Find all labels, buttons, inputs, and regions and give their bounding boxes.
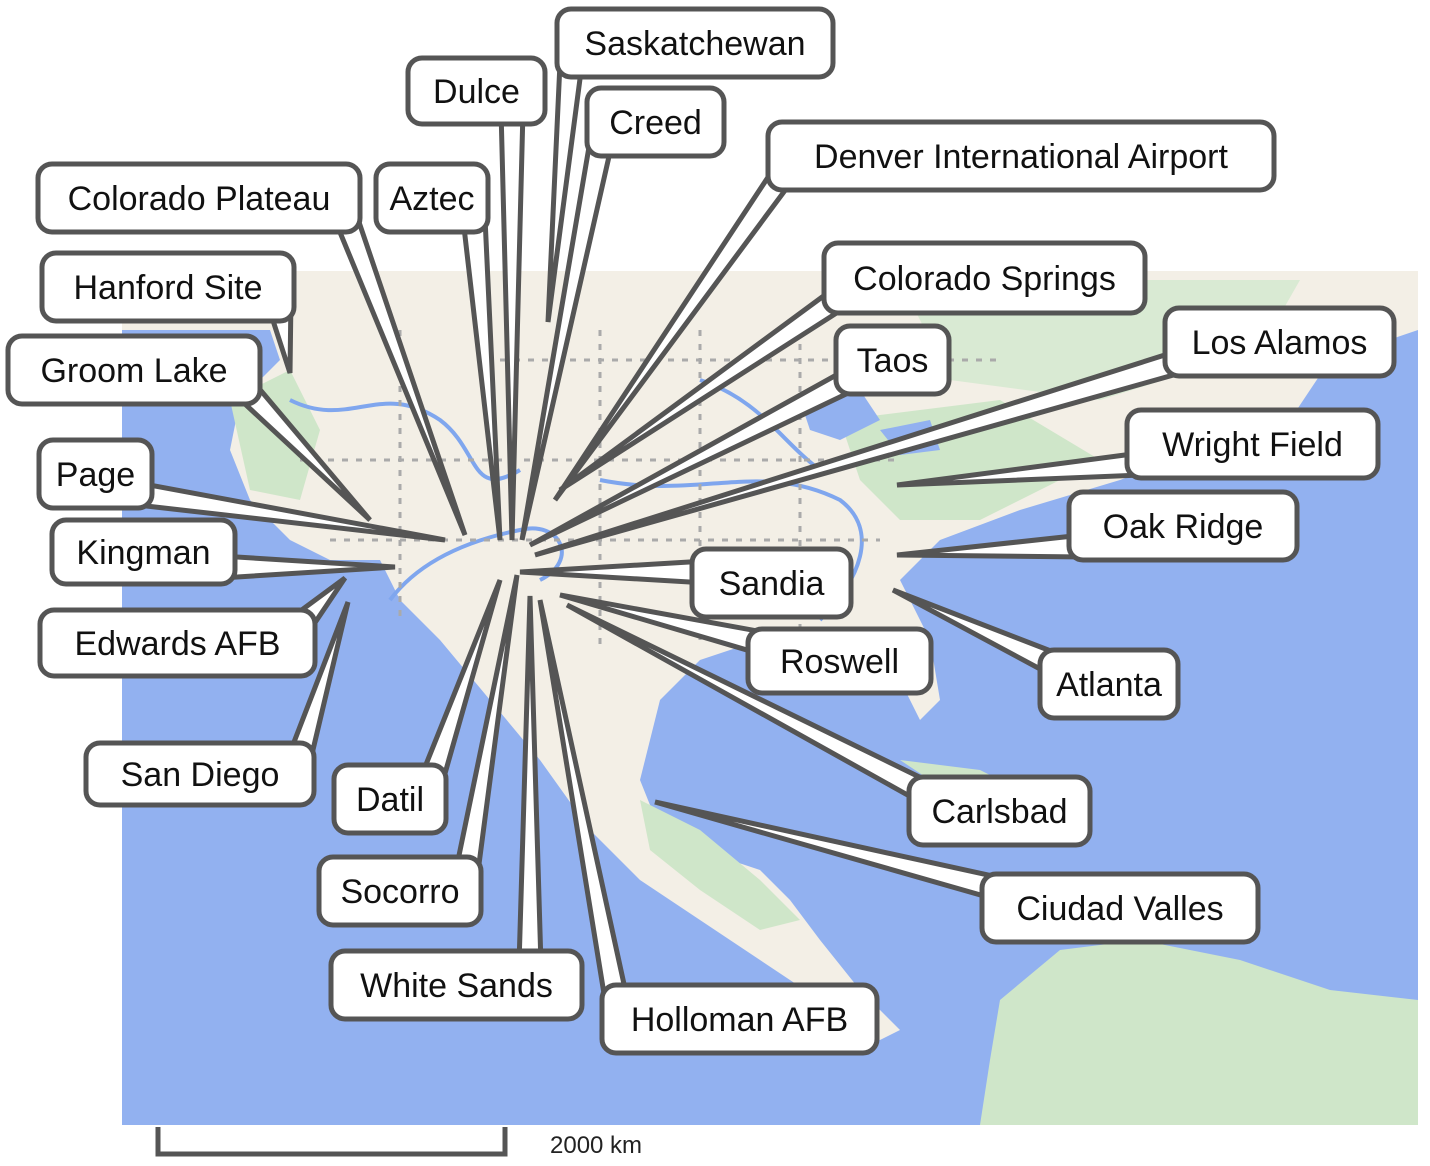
callout-socorro[interactable]: Socorro xyxy=(316,854,484,928)
callout-box xyxy=(316,854,484,928)
callout-label: Groom Lake xyxy=(40,352,227,390)
callout-label: Colorado Plateau xyxy=(68,180,331,218)
callout-taos[interactable]: Taos xyxy=(833,323,952,397)
callout-box xyxy=(39,250,297,324)
callout-label: White Sands xyxy=(360,967,553,1005)
callout-groom-lake[interactable]: Groom Lake xyxy=(5,333,263,407)
callout-colorado-plateau[interactable]: Colorado Plateau xyxy=(35,161,363,235)
callout-datil[interactable]: Datil xyxy=(331,762,449,836)
callout-box xyxy=(1162,305,1397,379)
callout-box xyxy=(49,517,238,587)
callout-box xyxy=(328,948,585,1022)
green-region-mexico xyxy=(640,800,800,930)
callout-label: Taos xyxy=(857,342,929,380)
callout-box xyxy=(554,6,836,80)
callout-box xyxy=(1037,647,1181,721)
callout-dulce[interactable]: Dulce xyxy=(405,55,548,127)
scale-bar xyxy=(155,1127,508,1157)
callout-box xyxy=(821,240,1148,316)
callout-oak-ridge[interactable]: Oak Ridge xyxy=(1066,489,1300,563)
callout-box xyxy=(979,871,1261,945)
callout-label: Atlanta xyxy=(1056,666,1162,704)
callout-label: Denver International Airport xyxy=(814,138,1228,176)
callout-holloman-afb[interactable]: Holloman AFB xyxy=(599,982,880,1056)
callout-aztec[interactable]: Aztec xyxy=(373,161,491,235)
callout-box xyxy=(373,161,491,235)
callout-box xyxy=(584,85,727,159)
callout-saskatchewan[interactable]: Saskatchewan xyxy=(554,6,836,80)
callout-label: Carlsbad xyxy=(931,793,1067,831)
callout-los-alamos[interactable]: Los Alamos xyxy=(1162,305,1397,379)
callout-label: Dulce xyxy=(433,73,520,111)
callout-box xyxy=(1124,407,1381,481)
callout-label: Aztec xyxy=(389,180,474,218)
callout-label: Roswell xyxy=(780,643,899,681)
callout-atlanta[interactable]: Atlanta xyxy=(1037,647,1181,721)
callout-colorado-springs[interactable]: Colorado Springs xyxy=(821,240,1148,316)
callout-creed[interactable]: Creed xyxy=(584,85,727,159)
callout-label: Creed xyxy=(609,104,702,142)
callout-box xyxy=(906,774,1093,848)
south-america-land xyxy=(980,940,1418,1125)
callout-box xyxy=(745,626,934,696)
callout-wright-field[interactable]: Wright Field xyxy=(1124,407,1381,481)
callout-box xyxy=(405,55,548,127)
callout-label: Hanford Site xyxy=(74,269,263,307)
callout-label: Datil xyxy=(356,781,424,819)
callout-label: Wright Field xyxy=(1162,426,1343,464)
callout-ciudad-valles[interactable]: Ciudad Valles xyxy=(979,871,1261,945)
callout-box xyxy=(83,740,317,808)
callout-box xyxy=(599,982,880,1056)
callout-box xyxy=(765,119,1277,193)
callout-label: Sandia xyxy=(719,565,825,603)
callout-denver-international-airport[interactable]: Denver International Airport xyxy=(765,119,1277,193)
callout-box xyxy=(35,161,363,235)
callout-label: Colorado Springs xyxy=(853,260,1116,298)
callout-box xyxy=(833,323,952,397)
callout-label: Holloman AFB xyxy=(631,1001,848,1039)
callout-label: Los Alamos xyxy=(1192,324,1368,362)
callout-box xyxy=(36,437,155,511)
callout-box xyxy=(37,607,318,679)
callout-kingman[interactable]: Kingman xyxy=(49,517,238,587)
callout-label: Socorro xyxy=(340,873,459,911)
callout-page[interactable]: Page xyxy=(36,437,155,511)
callout-label: Edwards AFB xyxy=(75,625,281,663)
callout-roswell[interactable]: Roswell xyxy=(745,626,934,696)
callout-label: Saskatchewan xyxy=(584,25,805,63)
callout-label: Kingman xyxy=(76,534,210,572)
callout-edwards-afb[interactable]: Edwards AFB xyxy=(37,607,318,679)
callout-white-sands[interactable]: White Sands xyxy=(328,948,585,1022)
callout-box xyxy=(689,546,854,620)
callout-sandia[interactable]: Sandia xyxy=(689,546,854,620)
callout-label: Page xyxy=(56,456,135,494)
callout-label: San Diego xyxy=(121,756,280,794)
callout-carlsbad[interactable]: Carlsbad xyxy=(906,774,1093,848)
callout-san-diego[interactable]: San Diego xyxy=(83,740,317,808)
scale-label: 2000 km xyxy=(550,1132,643,1159)
callout-label: Ciudad Valles xyxy=(1016,890,1223,928)
callout-label: Oak Ridge xyxy=(1103,508,1264,546)
callout-box xyxy=(331,762,449,836)
callout-hanford-site[interactable]: Hanford Site xyxy=(39,250,297,324)
callout-box xyxy=(1066,489,1300,563)
callout-box xyxy=(5,333,263,407)
